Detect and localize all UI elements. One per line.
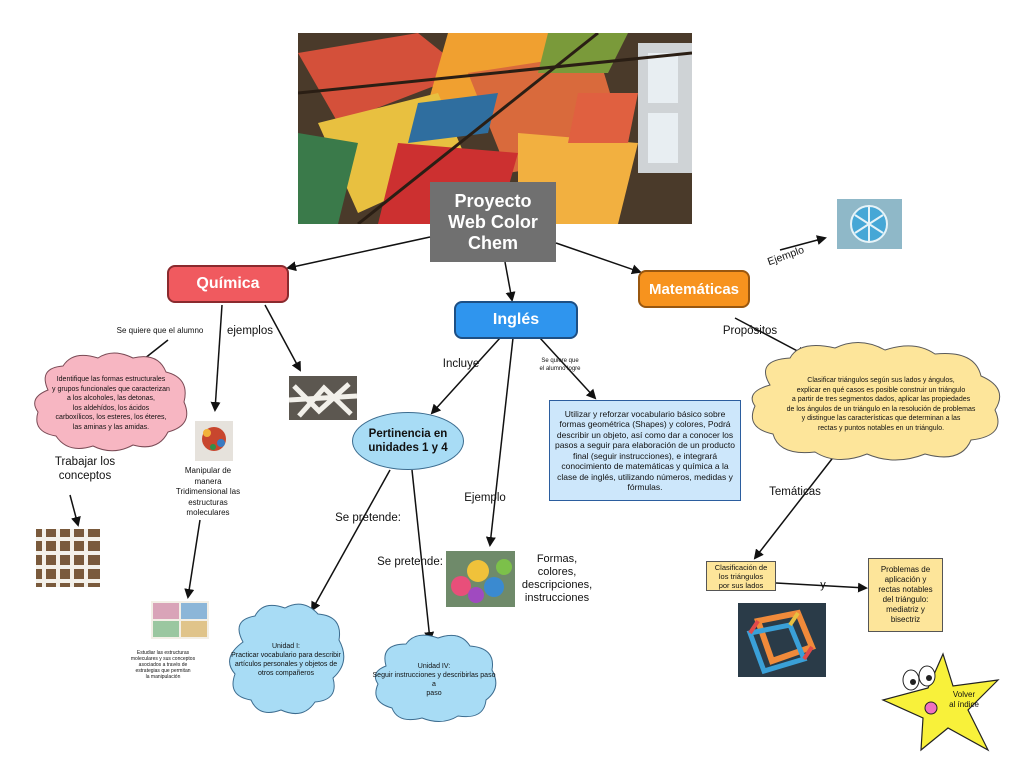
label-propositos: Propósitos: [722, 325, 778, 337]
node-quimica: Química: [167, 265, 289, 303]
clasificacion-box: Clasificación de los triángulos por sus …: [706, 561, 776, 591]
volver-star-button[interactable]: [873, 650, 1003, 755]
lattice-model-photo: [36, 529, 100, 587]
arrow-ejemplo-mate: [779, 235, 827, 251]
label-se-quiere-ingles: Se quiere que el alumno logre: [539, 358, 581, 372]
arrow-title-matematicas: [555, 242, 642, 275]
origami-cube-photo: [738, 603, 826, 677]
label-estudiar: Estudiar las estructuras moleculares y s…: [130, 650, 196, 680]
arrow-pertinencia-unidad1: [311, 469, 391, 612]
origami-balls-photo: [446, 551, 515, 607]
label-se-pretende-1: Se pretende:: [335, 512, 401, 524]
arrow-quimica-ejemplo-img: [264, 304, 301, 372]
arrow-manipular-estudiar: [184, 519, 201, 599]
pink-cloud: [34, 352, 188, 452]
node-ingles: Inglés: [454, 301, 578, 339]
unidad4-text: Unidad IV: Seguir instrucciones y descri…: [372, 663, 496, 697]
arrow-ingles-pertinencia: [430, 337, 501, 415]
label-ejemplo-ingles: Ejemplo: [464, 492, 506, 504]
label-y: y: [820, 579, 826, 591]
mate-cloud-text: Clasificar triángulos según sus lados y …: [786, 377, 976, 432]
quimica-cloud-text: Identifique las formas estructurales y g…: [52, 376, 170, 431]
arrow-title-ingles: [504, 261, 516, 302]
blue-cloud-unidad4: [374, 634, 497, 722]
page-title: Proyecto Web Color Chem: [430, 182, 556, 262]
molecule-model-photo: [195, 421, 233, 461]
arrow-mate-cloud: [734, 317, 807, 356]
label-formas: Formas, colores, descripciones, instrucc…: [521, 553, 593, 604]
arrow-tematicas-clasificacion: [753, 454, 836, 560]
arrow-quimica-manipular: [210, 304, 223, 412]
arrow-title-quimica: [286, 236, 431, 272]
origami-polyhedron-photo: [837, 199, 902, 249]
unidad1-text: Unidad I: Practicar vocabulario para des…: [231, 643, 341, 677]
yellow-cloud: [751, 342, 1001, 461]
label-incluye: Incluye: [442, 358, 480, 370]
ingles-objective-box: Utilizar y reforzar vocabulario básico s…: [549, 400, 741, 501]
arrow-clasificacion-problemas: [775, 582, 868, 593]
label-se-quiere-quimica: Se quiere que el alumno: [116, 326, 204, 335]
strategy-thumbnail: [151, 601, 209, 639]
blue-cloud-unidad1: [229, 603, 345, 715]
label-manipular: Manipular de manera Tridimensional las e…: [175, 466, 241, 517]
paper-structure-photo: [289, 376, 357, 420]
arrow-pertinencia-unidad4: [411, 469, 435, 642]
mouth-icon: [924, 701, 938, 715]
volver-label[interactable]: Volver al índice: [949, 690, 979, 709]
arrow-ingles-ejemplo: [485, 337, 514, 547]
label-tematicas: Temáticas: [769, 486, 821, 498]
origami-sculpture-image: [298, 33, 692, 224]
arrow-trabajar: [69, 494, 81, 527]
node-matematicas: Matemáticas: [638, 270, 750, 308]
label-se-pretende-2: Se pretende:: [377, 556, 443, 568]
label-trabajar-conceptos: Trabajar los conceptos: [54, 456, 116, 482]
arrow-ingles-objetivo: [539, 337, 597, 400]
header-photo: [298, 33, 692, 224]
problemas-box: Problemas de aplicación y rectas notable…: [868, 558, 943, 632]
node-pertinencia: Pertinencia en unidades 1 y 4: [352, 412, 464, 470]
label-ejemplos: ejemplos: [226, 325, 274, 337]
